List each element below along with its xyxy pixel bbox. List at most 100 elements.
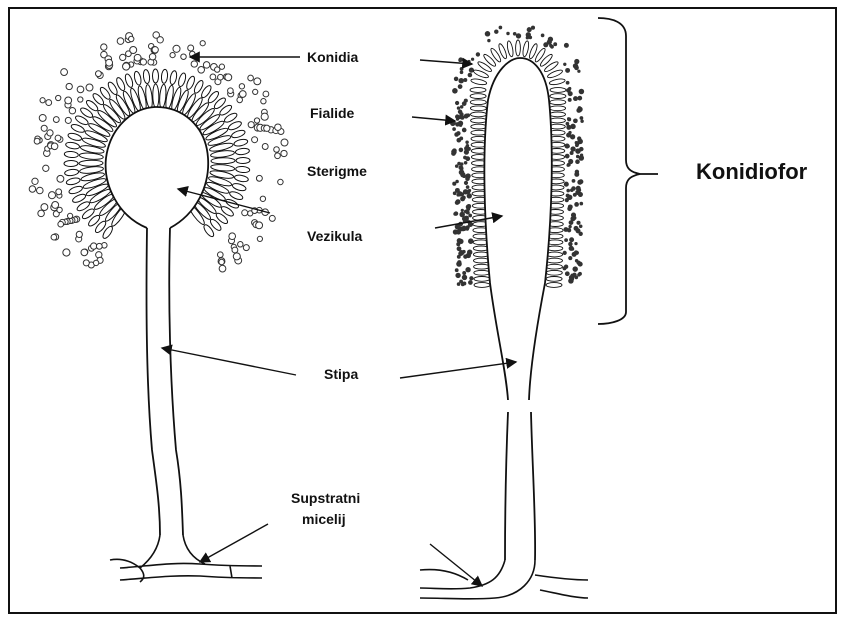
phialide: [124, 73, 134, 88]
conidium: [238, 242, 243, 247]
conidium: [452, 127, 456, 131]
conidium: [219, 64, 224, 69]
conidium: [577, 188, 582, 193]
conidium: [453, 212, 456, 215]
conidium: [454, 77, 459, 82]
conidium: [564, 182, 569, 187]
conidium: [468, 238, 474, 244]
conidium: [123, 63, 130, 70]
conidium: [457, 260, 461, 264]
conidium: [140, 59, 146, 65]
conidium: [243, 245, 249, 251]
conidium: [264, 125, 270, 131]
conidium: [568, 242, 572, 246]
conidium: [456, 117, 459, 120]
conidium: [572, 266, 577, 271]
conidium: [254, 118, 259, 123]
conidium: [48, 192, 55, 199]
conidium: [225, 74, 232, 81]
conidium: [453, 191, 457, 195]
phialide: [235, 148, 250, 156]
conidium: [106, 59, 113, 66]
conidium: [262, 144, 268, 150]
phialide: [546, 283, 562, 288]
conidium: [41, 125, 47, 131]
conidium: [460, 196, 465, 201]
conidium: [460, 167, 463, 170]
conidium: [95, 71, 101, 77]
phialide: [470, 78, 487, 86]
conidium: [566, 122, 570, 126]
phialide: [474, 270, 490, 275]
phialide: [67, 132, 82, 142]
conidium: [157, 37, 163, 43]
phialide: [549, 78, 566, 86]
phialide: [547, 252, 563, 257]
phialide: [232, 182, 247, 192]
label-vezikula: Vezikula: [307, 228, 362, 244]
conidium: [456, 242, 460, 246]
conidium: [239, 84, 244, 89]
arrow-mycelium-right: [430, 544, 482, 586]
conidium: [565, 271, 570, 276]
conidium: [38, 210, 45, 217]
conidium: [574, 242, 577, 245]
conidium: [566, 189, 570, 193]
phialide: [470, 100, 486, 105]
phialide: [143, 69, 151, 84]
conidium: [170, 52, 175, 57]
conidium: [464, 210, 468, 214]
phialide: [235, 166, 249, 173]
phialide: [234, 174, 249, 183]
conidium: [274, 147, 280, 153]
conidium: [464, 146, 469, 151]
phialide: [546, 264, 562, 269]
conidium: [191, 61, 197, 67]
conidium: [528, 36, 532, 40]
conidium: [458, 110, 463, 115]
conidium: [457, 191, 462, 196]
arrow-stipa-right: [400, 362, 516, 378]
phialide: [66, 177, 81, 186]
conidium: [55, 135, 61, 141]
arrow-mycelium-left: [200, 524, 268, 562]
phialide: [161, 69, 168, 83]
conidium: [464, 161, 468, 165]
phialide: [231, 129, 246, 139]
conidium: [239, 91, 246, 98]
conidium: [63, 249, 70, 256]
conidium: [78, 97, 83, 102]
conidium: [200, 41, 205, 46]
conidium: [563, 251, 567, 255]
conidium: [117, 38, 124, 45]
arrow-stipa-left: [162, 348, 296, 375]
conidium: [275, 124, 282, 131]
conidium: [547, 40, 552, 45]
conidium: [567, 206, 572, 211]
phialide: [506, 40, 514, 57]
conidium: [461, 209, 464, 212]
conidium: [570, 216, 575, 221]
label-stipa: Stipa: [324, 366, 358, 382]
conidium: [217, 252, 223, 258]
conidium: [253, 89, 258, 94]
conidium: [456, 131, 460, 135]
conidium: [130, 47, 137, 54]
conidium: [471, 58, 474, 61]
conidium: [579, 147, 583, 151]
phialide: [64, 169, 79, 177]
conidium: [53, 117, 59, 123]
conidium: [570, 134, 575, 139]
conidium: [65, 97, 72, 104]
phialide: [65, 141, 80, 150]
phialide: [470, 106, 486, 111]
phialide: [546, 276, 562, 281]
conidium: [462, 271, 466, 275]
phialide: [133, 71, 142, 86]
conidium: [29, 186, 35, 192]
right-vesicle: [484, 58, 551, 283]
conidium: [516, 33, 521, 38]
conidium: [198, 66, 205, 73]
left-stipe: [147, 228, 183, 535]
conidium: [459, 212, 465, 218]
